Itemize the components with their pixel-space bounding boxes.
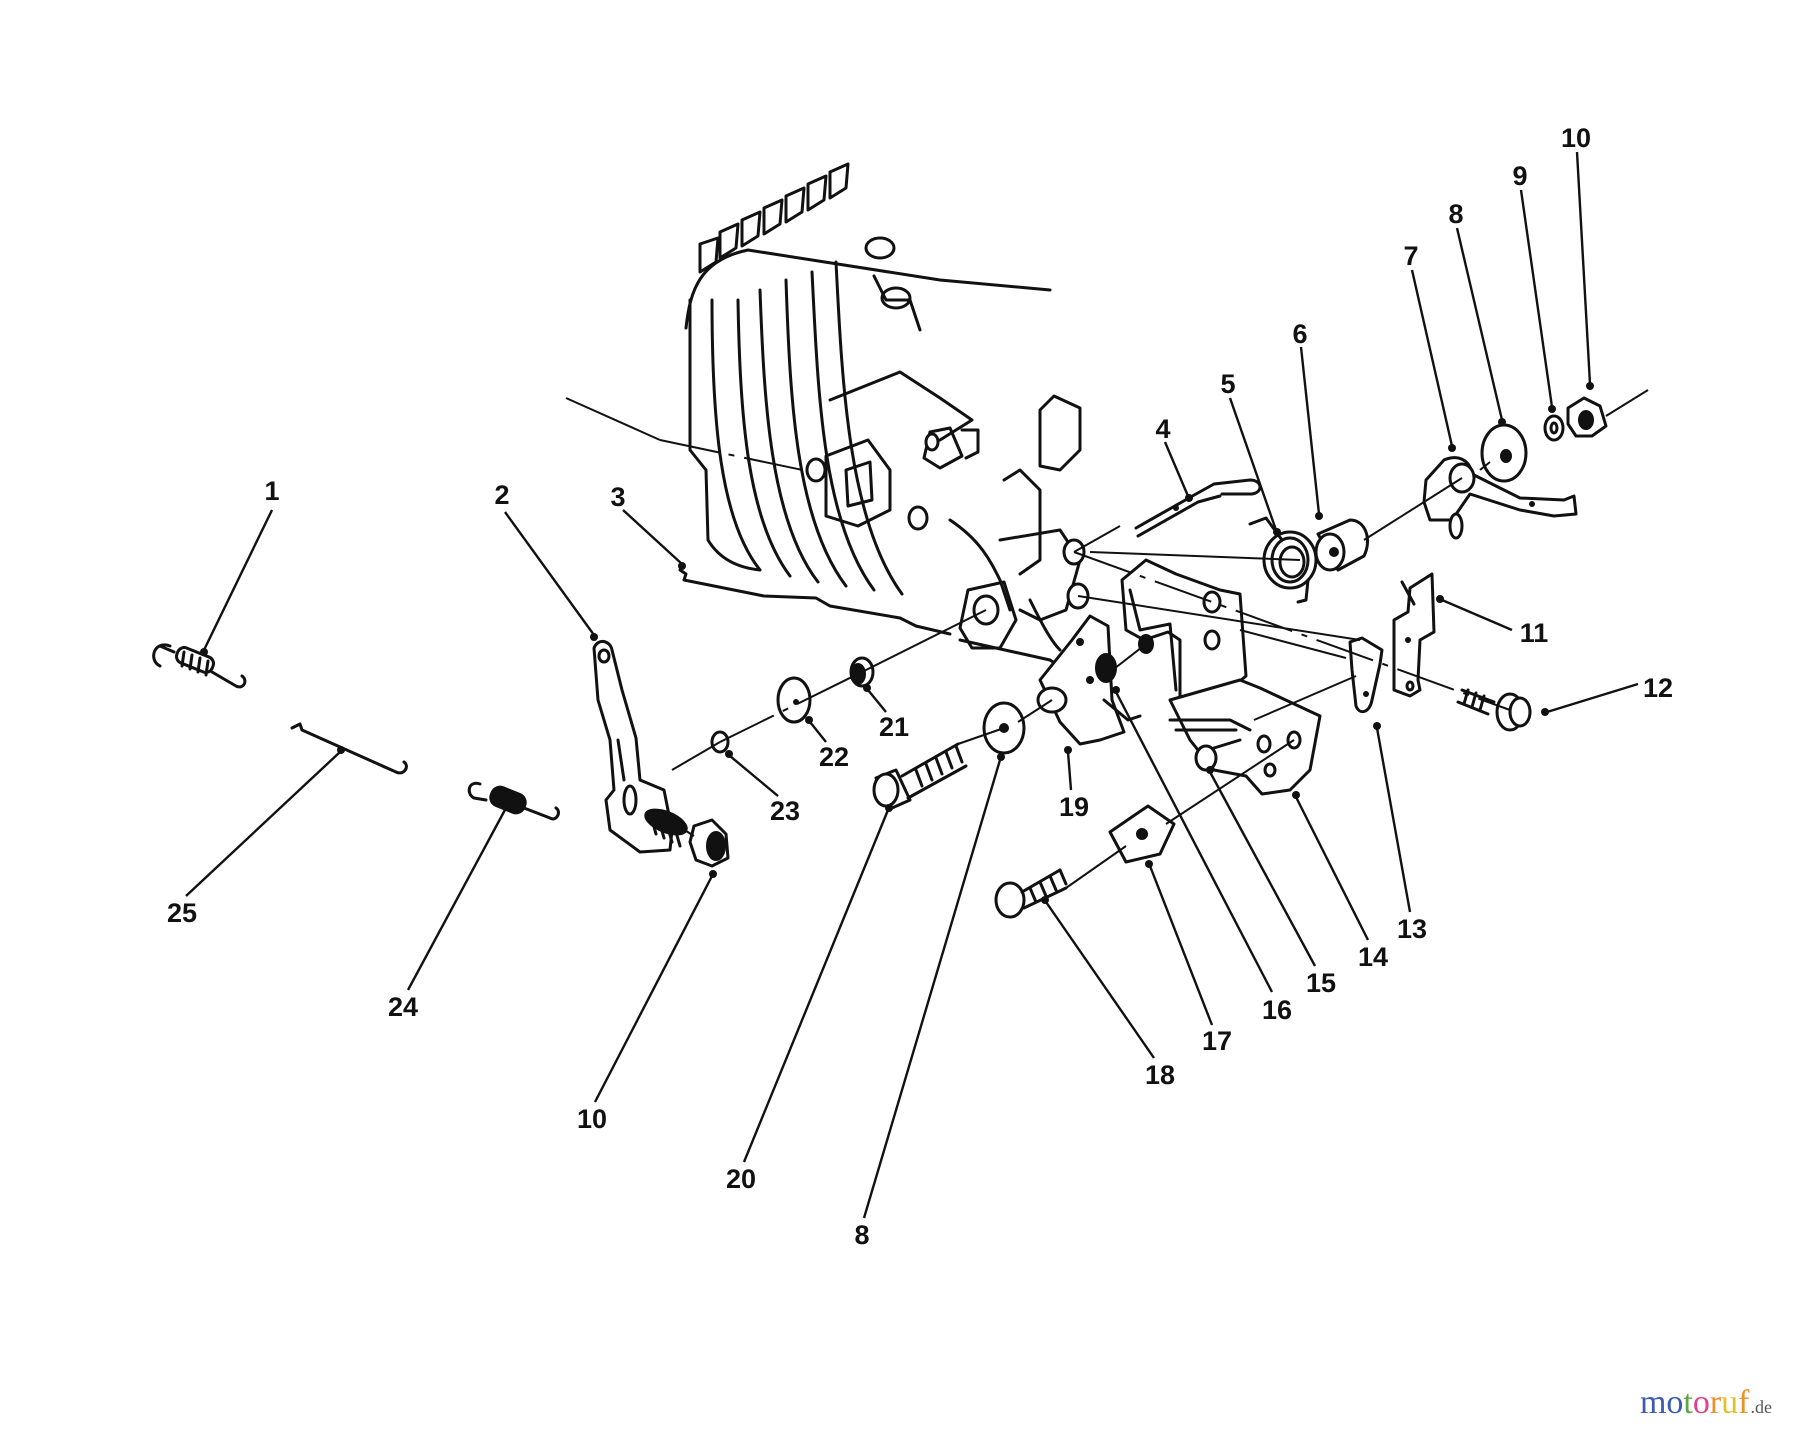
callout-19: 19 [1059, 792, 1089, 822]
part-24-spring [467, 781, 560, 821]
part-20-bolt [872, 742, 968, 810]
callout-2: 2 [494, 480, 509, 510]
callout-1: 1 [264, 476, 279, 506]
callout-3: 3 [610, 482, 625, 512]
wm-letter: o [1692, 1384, 1710, 1421]
part-22-washer [776, 676, 812, 724]
part-9-lockwasher [1543, 414, 1565, 442]
part-17-clamp [1108, 804, 1176, 864]
part-12-screw [1456, 688, 1532, 732]
callout-8-lower: 8 [854, 1220, 869, 1250]
callout-10-lower: 10 [577, 1104, 607, 1134]
callout-21: 21 [879, 712, 909, 742]
wm-letter: r [1709, 1384, 1722, 1421]
part-8-washer-upper [1480, 423, 1528, 483]
callout-18: 18 [1145, 1060, 1175, 1090]
wm-letter: f [1738, 1384, 1750, 1421]
wm-tld: .de [1750, 1397, 1773, 1417]
callout-17: 17 [1202, 1026, 1232, 1056]
part-6-bushing [1314, 518, 1369, 572]
part-4-rod [1134, 478, 1262, 538]
callout-12: 12 [1643, 673, 1673, 703]
callout-5: 5 [1220, 369, 1235, 399]
callout-9: 9 [1512, 161, 1527, 191]
part-25-rod [290, 722, 408, 775]
leader-lines [185, 151, 1639, 1219]
callout-24: 24 [388, 992, 418, 1022]
callout-6: 6 [1292, 319, 1307, 349]
callout-14: 14 [1358, 942, 1388, 972]
part-16-spring [1095, 653, 1117, 683]
callout-8: 8 [1448, 199, 1463, 229]
part-10-nut-upper [1566, 396, 1608, 438]
callout-11: 11 [1520, 618, 1549, 648]
motoruf-watermark: motoruf.de [1640, 1384, 1772, 1422]
part-11-bracket [1392, 572, 1436, 698]
part-18-screw [994, 868, 1068, 919]
wm-letter: t [1683, 1384, 1693, 1421]
part-19-bracket [1036, 614, 1142, 746]
callout-22: 22 [819, 742, 849, 772]
wm-letter: m [1639, 1384, 1667, 1421]
callout-23: 23 [770, 796, 800, 826]
wm-letter: o [1666, 1384, 1684, 1421]
part-21-bushing [849, 656, 875, 688]
part-3-link [678, 568, 952, 636]
wm-letter: u [1721, 1384, 1739, 1421]
callout-15: 15 [1306, 968, 1336, 998]
callout-13: 13 [1397, 914, 1427, 944]
callout-labels: 1 2 3 4 5 6 7 8 9 10 11 12 13 14 15 16 1… [167, 123, 1673, 1250]
callout-20: 20 [726, 1164, 756, 1194]
assembly-axes [565, 389, 1649, 889]
part-13-clip [1348, 636, 1384, 714]
callout-25: 25 [167, 898, 197, 928]
part-10-nut-lower [688, 818, 730, 868]
callout-7: 7 [1403, 241, 1418, 271]
callout-4: 4 [1155, 414, 1170, 444]
callout-10: 10 [1561, 123, 1591, 153]
callout-16: 16 [1262, 995, 1292, 1025]
part-2-lever [592, 640, 688, 854]
part-1-spring [152, 643, 247, 689]
